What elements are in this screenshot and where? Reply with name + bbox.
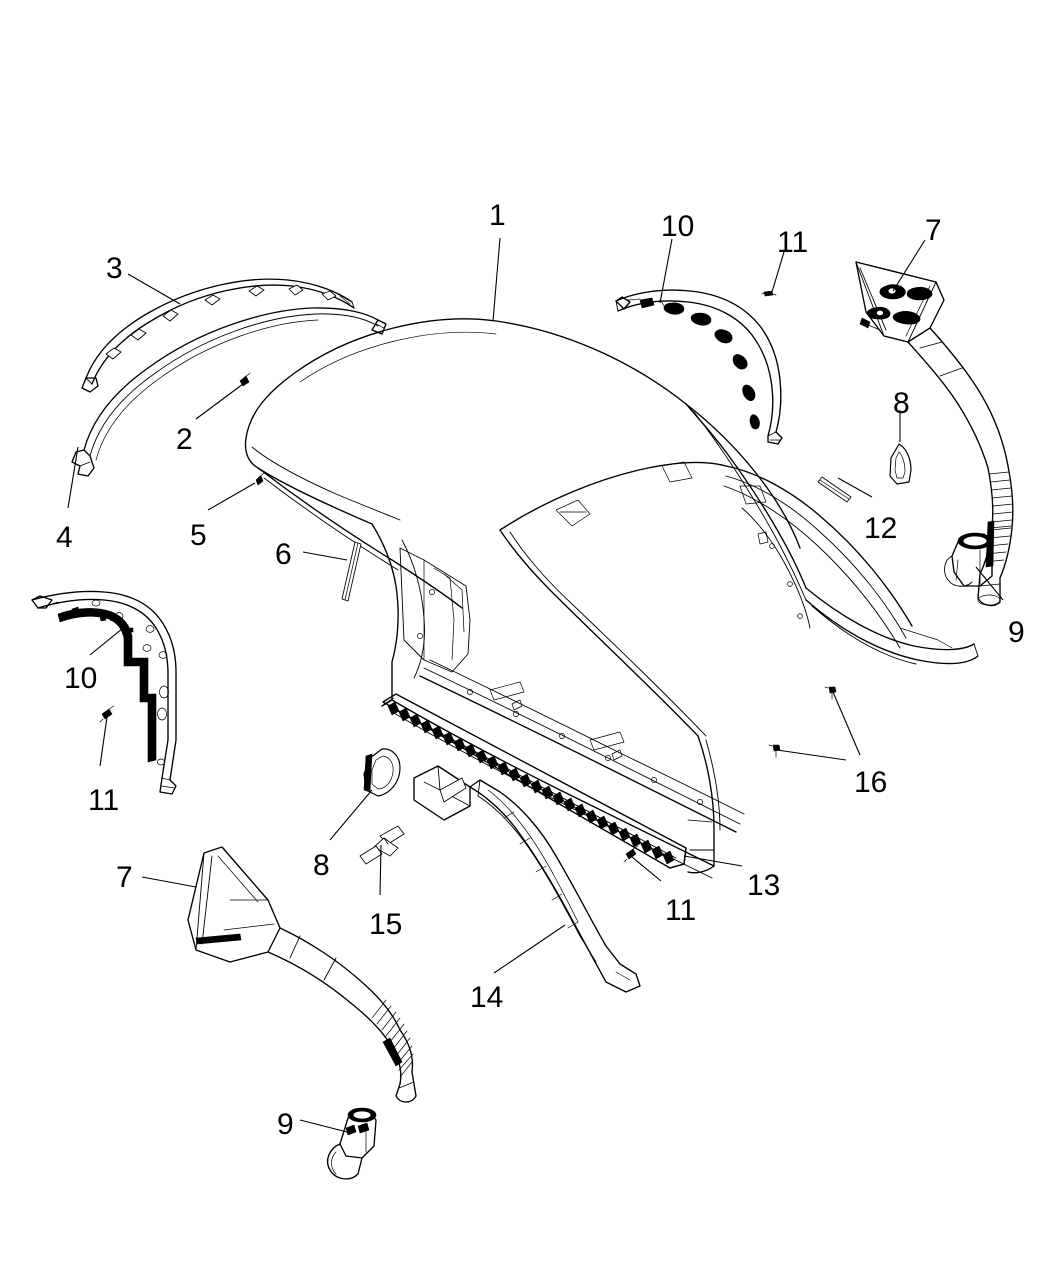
- part-drain-hose-funnel-left: [187, 846, 417, 1103]
- callout-number-11c: 11: [665, 894, 697, 927]
- part-front-header-molding: [81, 278, 355, 393]
- callout-number-12: 12: [864, 512, 898, 545]
- part-weatherstrip-retainer-marker: [255, 472, 265, 486]
- part-drain-elbow-right: [944, 532, 993, 587]
- leader-lines: [67, 237, 1004, 1134]
- callout-number-2: 2: [176, 423, 193, 456]
- callout-number-3: 3: [106, 252, 123, 285]
- leader-line-8: [329, 789, 373, 841]
- callout-number-1: 1: [489, 199, 506, 232]
- leader-line-9: [975, 566, 1004, 601]
- part-rear-weatherstrip: [382, 693, 687, 869]
- part-drain-elbow-left: [326, 1107, 377, 1180]
- part-roof-rail-reinforcement-left: [31, 590, 177, 795]
- leader-line-5: [207, 482, 256, 511]
- part-seal-strip-marker: [239, 372, 251, 387]
- callout-number-16: 16: [854, 766, 888, 799]
- leader-line-11: [99, 716, 108, 767]
- callout-number-9a: 9: [1008, 616, 1025, 649]
- leader-line-10: [659, 238, 673, 304]
- leader-line-11: [771, 251, 785, 293]
- part-screw-fastener-a: [824, 686, 837, 700]
- leader-line-16-2: [776, 749, 847, 761]
- part-roof-rail-reinforcement-right: [615, 289, 783, 445]
- part-t-head-push-pin: [359, 825, 405, 865]
- callout-number-10a: 10: [661, 210, 695, 243]
- leader-line-16-1: [832, 691, 861, 756]
- part-roof-panel: [244, 318, 979, 879]
- leader-line-11: [631, 856, 662, 882]
- part-push-pin-clip-b: [99, 705, 115, 723]
- leader-line-15: [379, 844, 382, 896]
- leader-line-13: [683, 855, 743, 867]
- leader-line-2: [195, 383, 244, 420]
- callout-number-7a: 7: [925, 214, 942, 247]
- leader-line-14: [493, 924, 566, 974]
- callout-number-5: 5: [190, 519, 207, 552]
- callout-number-14: 14: [470, 981, 504, 1014]
- part-push-pin-clip-c: [623, 845, 639, 863]
- part-side-rail-weatherstrip: [413, 765, 641, 993]
- leader-line-3: [127, 273, 181, 305]
- callout-number-13: 13: [747, 869, 781, 902]
- leader-line-4: [67, 446, 79, 509]
- callout-number-8b: 8: [313, 849, 330, 882]
- leader-line-6: [302, 551, 348, 561]
- leader-line-9: [299, 1119, 352, 1134]
- callout-number-9b: 9: [277, 1108, 294, 1141]
- leader-line-7: [141, 876, 197, 888]
- callout-number-8a: 8: [893, 387, 910, 420]
- callout-number-11a: 11: [777, 226, 809, 259]
- part-screw-fastener-b: [768, 744, 781, 758]
- callout-number-10b: 10: [64, 662, 98, 695]
- leader-line-1: [492, 237, 501, 322]
- leader-line-12: [837, 477, 873, 498]
- part-drain-hose-funnel-right: [855, 261, 1014, 607]
- leader-line-7: [892, 239, 926, 292]
- callout-number-7b: 7: [116, 861, 133, 894]
- part-retaining-pin: [817, 476, 852, 503]
- callout-number-11b: 11: [88, 784, 120, 817]
- callout-number-6: 6: [275, 538, 292, 571]
- callout-number-15: 15: [369, 908, 403, 941]
- part-drain-grommet-left: [363, 748, 401, 797]
- part-rod-pin: [341, 541, 362, 602]
- part-rear-rail-panel: [419, 659, 745, 833]
- part-push-pin-clip-a: [761, 290, 777, 297]
- part-drain-grommet-right: [889, 443, 912, 485]
- part-header-seal-strip: [71, 307, 387, 477]
- callout-number-4: 4: [56, 521, 73, 554]
- leader-line-10: [89, 627, 124, 656]
